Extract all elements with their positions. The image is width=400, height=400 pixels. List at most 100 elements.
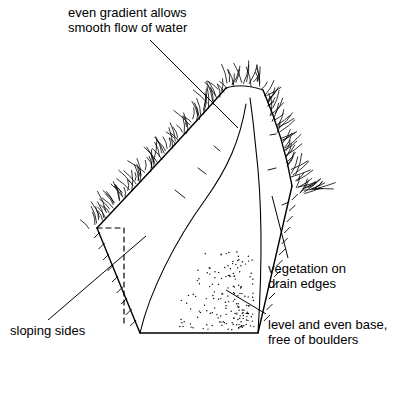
stipple-dot	[238, 303, 239, 304]
stipple-dot	[204, 305, 205, 306]
stipple-dot	[241, 286, 242, 287]
stipple-dot	[226, 323, 227, 324]
stipple-dot	[238, 259, 239, 260]
stipple-dot	[236, 303, 237, 304]
stipple-dot	[188, 295, 189, 296]
stipple-dot	[252, 313, 253, 314]
stipple-dot	[248, 256, 249, 257]
stipple-dot	[241, 293, 242, 294]
stipple-dot	[205, 253, 206, 254]
stipple-dot	[238, 256, 239, 257]
stipple-dot	[225, 276, 226, 277]
stipple-dot	[232, 263, 233, 264]
stipple-dot	[181, 322, 182, 323]
stipple-dot	[234, 313, 235, 314]
stipple-dot	[180, 319, 181, 320]
stipple-dot	[197, 317, 198, 318]
stipple-dot	[234, 299, 235, 300]
stipple-dot	[242, 313, 243, 314]
stipple-dot	[206, 310, 207, 311]
stipple-dot	[251, 259, 252, 260]
stipple-dot	[224, 322, 225, 323]
stipple-dot	[240, 265, 241, 266]
stipple-dot	[243, 315, 244, 316]
stipple-dot	[251, 316, 252, 317]
stipple-dot	[242, 327, 243, 328]
callout-label: level and even base, free of boulders	[268, 318, 396, 348]
stipple-dot	[234, 286, 235, 287]
stipple-dot	[231, 311, 232, 312]
stipple-dot	[252, 279, 253, 280]
stipple-dot	[233, 273, 234, 274]
stipple-dot	[212, 312, 213, 313]
stipple-dot	[216, 314, 217, 315]
stipple-dot	[240, 315, 241, 316]
stipple-dot	[236, 313, 237, 314]
stipple-dot	[242, 309, 243, 310]
stipple-dot	[206, 324, 207, 325]
stipple-dot	[197, 280, 198, 281]
stipple-dot	[212, 295, 213, 296]
stipple-dot	[199, 283, 200, 284]
stipple-dot	[220, 254, 221, 255]
stipple-dot	[229, 276, 230, 277]
callout-label: even gradient allows smooth flow of wate…	[68, 6, 208, 36]
stipple-dot	[195, 296, 196, 297]
stipple-dot	[225, 305, 226, 306]
stipple-dot	[218, 299, 219, 300]
stipple-dot	[213, 298, 214, 299]
vertical-side-outline	[97, 228, 124, 325]
stipple-dot	[252, 297, 253, 298]
stipple-dot	[233, 286, 234, 287]
stipple-dot	[232, 261, 233, 262]
stipple-dot	[248, 260, 249, 261]
stipple-dot	[228, 275, 229, 276]
callout-label: vegetation on drain edges	[268, 262, 368, 292]
stipple-dot	[223, 321, 224, 322]
stipple-dot	[227, 329, 228, 330]
stipple-dot	[233, 324, 234, 325]
stipple-dot	[219, 321, 220, 322]
stipple-dot	[179, 326, 180, 327]
grass-tuft	[301, 179, 336, 194]
stipple-dot	[225, 302, 226, 303]
stipple-dot	[212, 284, 213, 285]
stipple-dot	[252, 293, 253, 294]
stipple-dot	[214, 271, 215, 272]
stipple-dot	[237, 319, 238, 320]
stipple-dot	[249, 276, 250, 277]
stipple-dot	[232, 322, 233, 323]
stipple-dot	[220, 321, 221, 322]
stipple-dot	[238, 306, 239, 307]
stipple-dot	[236, 251, 237, 252]
grass-tuft	[261, 81, 295, 132]
stipple-dot	[242, 312, 243, 313]
stipple-dot	[239, 271, 240, 272]
stipple-dot	[218, 284, 219, 285]
stipple-dot	[184, 321, 185, 322]
stipple-dot	[238, 327, 239, 328]
stipple-dot	[238, 285, 239, 286]
stipple-dot	[193, 294, 194, 295]
stipple-dot	[207, 272, 208, 273]
callout-label: sloping sides	[10, 324, 130, 339]
stipple-dot	[214, 277, 215, 278]
stipple-dot	[214, 307, 215, 308]
base-stipple	[179, 251, 254, 330]
stipple-dot	[252, 320, 253, 321]
stipple-dot	[243, 310, 244, 311]
stipple-dot	[203, 328, 204, 329]
stipple-dot	[209, 267, 210, 268]
stipple-dot	[252, 283, 253, 284]
stipple-dot	[221, 278, 222, 279]
stipple-dot	[253, 326, 254, 327]
stipple-dot	[248, 296, 249, 297]
stipple-dot	[239, 293, 240, 294]
stipple-dot	[241, 325, 242, 326]
stipple-dot	[236, 312, 237, 313]
stipple-dot	[222, 293, 223, 294]
stipple-dot	[230, 268, 231, 269]
stipple-dot	[209, 268, 210, 269]
grass-tuft	[144, 64, 230, 167]
